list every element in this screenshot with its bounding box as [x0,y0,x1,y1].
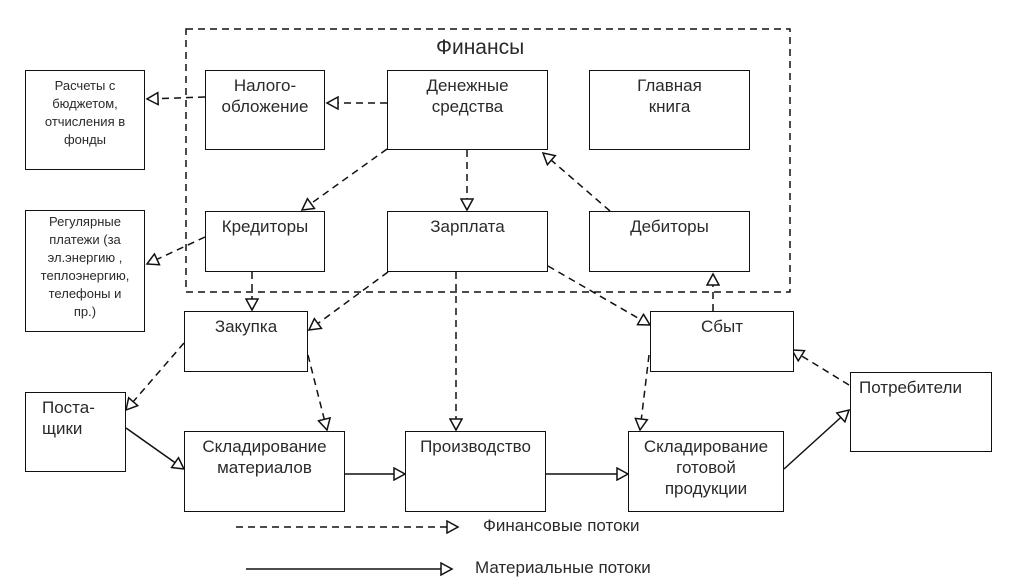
edge-products-storage-to-consumers [783,410,849,470]
node-materials-storage-label: Складирование материалов [185,436,344,478]
label-line: материалов [217,458,312,477]
label-line: готовой [676,458,736,477]
edge-salary-to-sales [547,265,650,325]
node-products-storage: Складирование готовой продукции [628,431,784,512]
node-materials-storage: Складирование материалов [184,431,345,512]
node-suppliers-label: Поста-щики [42,397,125,439]
node-debtors-label: Дебиторы [630,217,709,236]
label-line: обложение [221,97,309,116]
node-production: Производство [405,431,546,512]
node-ledger-label: Главная книга [590,75,749,117]
label-line: книга [648,97,691,116]
label-line: отчисления в [44,114,126,129]
node-creditors: Кредиторы [205,211,325,272]
label-line: Денежные [426,76,509,95]
node-sales-label: Сбыт [700,317,744,336]
edge-salary-to-purchase [309,271,389,330]
node-salary-label: Зарплата [430,217,505,236]
edge-consumers-to-sales [792,350,850,386]
label-line: Налого- [233,76,297,95]
finance-group-title: Финансы [436,36,525,59]
node-creditors-label: Кредиторы [221,217,309,236]
node-suppliers: Поста-щики [25,392,126,472]
node-salary: Зарплата [387,211,548,272]
node-products-storage-label: Складирование готовой продукции [629,436,783,499]
node-consumers: Потребители [850,372,992,452]
finance-group-boundary [185,28,791,293]
edge-creditors-to-regular [147,236,206,264]
label-line: пр.) [73,304,97,319]
node-purchase-label: Закупка [214,317,278,336]
label-line: платежи (за [49,232,121,247]
node-tax-label: Налого-обложение [206,75,324,117]
edge-purchase-to-suppliers [126,342,185,410]
edge-tax-to-budget [147,97,206,99]
label-line: теплоэнергию, [40,268,130,283]
node-cash: Денежные средства [387,70,548,150]
legend-financial-label: Финансовые потоки [483,516,640,535]
node-budget: Расчеты с бюджетом, отчисления в фонды [25,70,145,170]
node-ledger: Главная книга [589,70,750,150]
label-line: Расчеты с [54,78,116,93]
node-cash-label: Денежные средства [388,75,547,117]
label-line: Складирование [643,437,769,456]
edge-sales-to-products-storage [640,354,650,430]
node-debtors: Дебиторы [589,211,750,272]
node-sales: Сбыт [650,311,794,372]
node-consumers-label: Потребители [859,378,962,397]
edge-debtors-to-cash [543,153,611,212]
edge-cash-to-creditors [302,148,388,210]
label-line: телефоны и [48,286,122,301]
label-line: Поста- [42,398,95,417]
label-line: Главная [637,76,702,95]
label-line: щики [42,419,83,438]
label-line: фонды [63,132,107,147]
node-regular-payments: Регулярные платежи (за эл.энергию , теплоэн… [25,210,145,332]
node-purchase: Закупка [184,311,308,372]
node-production-label: Производство [420,437,531,456]
edge-suppliers-to-materials-storage [125,427,184,469]
legend-material-label: Материальные потоки [475,558,651,577]
node-regular-label: Регулярные платежи (за эл.энергию , теплоэн… [26,213,144,321]
node-tax: Налого-обложение [205,70,325,150]
label-line: бюджетом, [52,96,118,111]
label-line: продукции [664,479,748,498]
edge-purchase-to-materials-storage [307,354,327,430]
label-line: Регулярные [49,214,121,229]
label-line: эл.энергию , [47,250,123,265]
label-line: Складирование [202,437,327,456]
label-line: средства [431,97,504,116]
node-budget-label: Расчеты с бюджетом, отчисления в фонды [26,77,144,149]
